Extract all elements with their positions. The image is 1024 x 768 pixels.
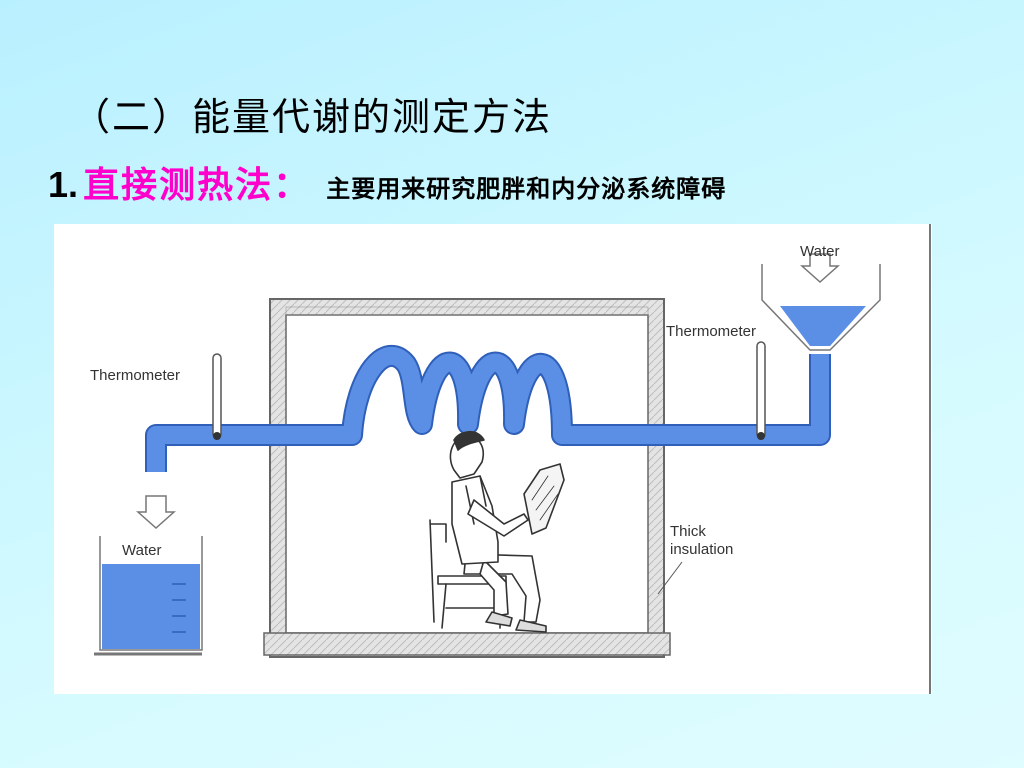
chamber-floor [263,632,671,656]
item-number: 1. [48,164,79,205]
calorimeter-diagram: Water Thermometer Thermometer Water [90,224,931,694]
water-out-label: Water [122,542,161,559]
water-funnel: Water [761,243,881,351]
water-in-label: Water [800,243,839,260]
seated-person-reading [429,430,565,633]
thermometer-left-label: Thermometer [90,367,180,384]
water-pipe [145,344,831,472]
insulation-label-line2: insulation [670,541,733,558]
arrow-down-icon [800,253,840,284]
arrow-down-icon [136,495,176,530]
thermometer-right: Thermometer [666,323,766,440]
method-line-1: 1. 直接测热法： 主要用来研究肥胖和内分泌系统障碍 [48,156,726,208]
thermometer-right-label: Thermometer [666,323,756,340]
insulation-callout: Thick insulation [657,523,733,595]
slide-title: （二）能量代谢的测定方法 [72,95,553,139]
thermometer-left: Thermometer [90,353,222,440]
insulation-label-line1: Thick [670,523,706,540]
method-description: 主要用来研究肥胖和内分泌系统障碍 [326,174,727,203]
method-name: 直接测热法： [83,164,312,206]
water-beaker: Water [94,536,203,656]
calorimeter-figure: Water Thermometer Thermometer Water [54,224,932,694]
